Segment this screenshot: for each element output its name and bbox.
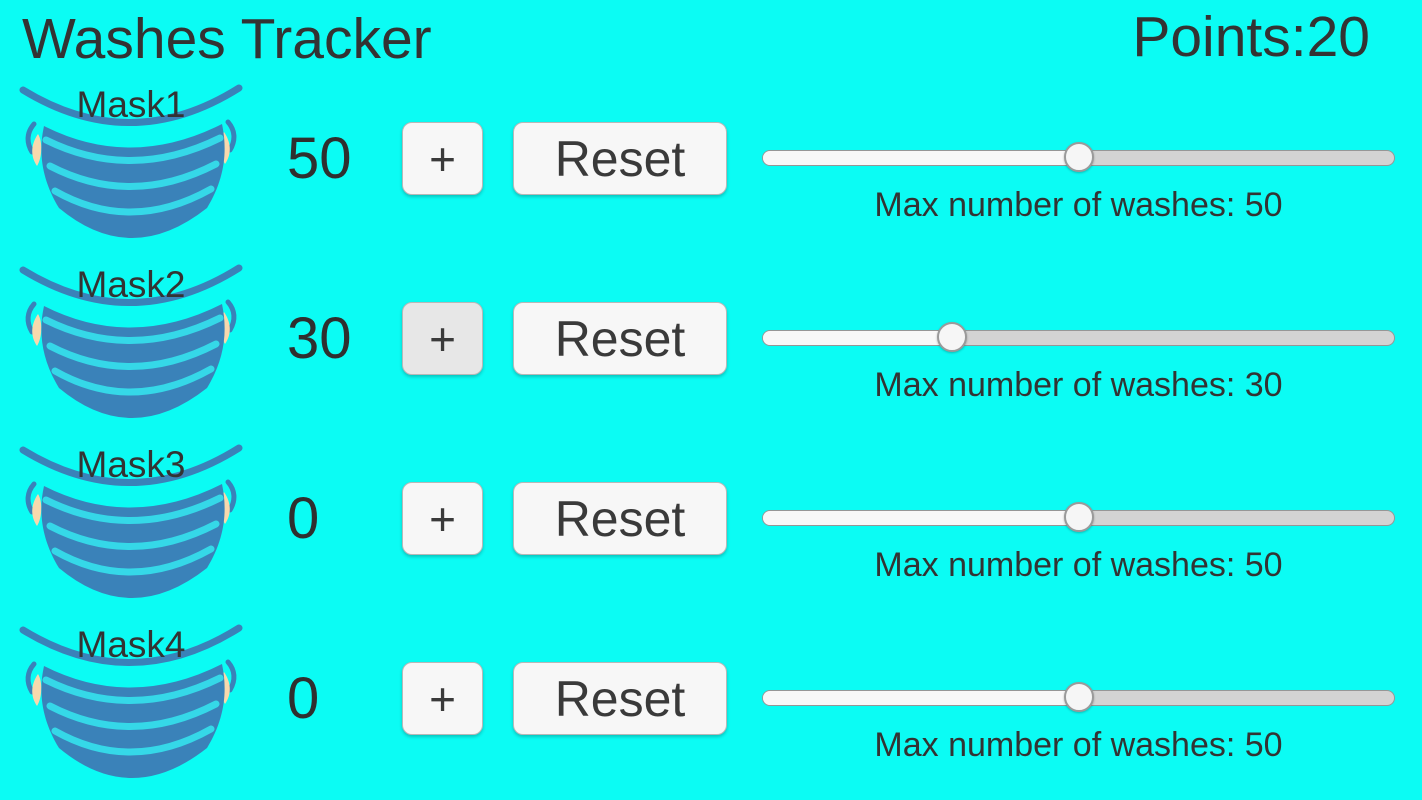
slider-fill (763, 151, 1080, 165)
mask-row-3: Mask3 0 + Reset Max number of washes: 50 (0, 438, 1422, 618)
slider-thumb[interactable] (1063, 682, 1094, 712)
slider-thumb[interactable] (936, 322, 967, 352)
mask-icon: Mask1 (16, 78, 246, 246)
page-title: Washes Tracker (22, 7, 432, 71)
slider-fill (763, 691, 1080, 705)
reset-button[interactable]: Reset (513, 482, 727, 555)
points-display: Points:20 (1132, 4, 1370, 70)
mask-icon: Mask4 (16, 618, 246, 786)
increment-button[interactable]: + (402, 122, 483, 195)
max-washes-label: Max number of washes: 30 (874, 366, 1283, 404)
max-washes-slider[interactable] (762, 502, 1395, 534)
mask-row-1: Mask1 50 + Reset Max number of washes: 5… (0, 78, 1422, 258)
slider-fill (763, 331, 954, 345)
reset-button[interactable]: Reset (513, 122, 727, 195)
max-washes-slider[interactable] (762, 322, 1395, 354)
max-washes-label: Max number of washes: 50 (874, 186, 1283, 224)
mask-icon: Mask3 (16, 438, 246, 606)
mask-name: Mask2 (76, 264, 186, 305)
slider-thumb[interactable] (1063, 502, 1094, 532)
slider-track[interactable] (762, 330, 1395, 346)
wash-count: 50 (287, 126, 352, 191)
mask-name: Mask1 (76, 84, 186, 125)
max-washes-slider[interactable] (762, 142, 1395, 174)
mask-row-2: Mask2 30 + Reset Max number of washes: 3… (0, 258, 1422, 438)
max-washes-slider[interactable] (762, 682, 1395, 714)
max-washes-label: Max number of washes: 50 (874, 546, 1283, 584)
slider-fill (763, 511, 1080, 525)
wash-count: 30 (287, 306, 352, 371)
points-value: 20 (1306, 5, 1370, 69)
slider-thumb[interactable] (1063, 142, 1094, 172)
reset-button[interactable]: Reset (513, 302, 727, 375)
mask-icon: Mask2 (16, 258, 246, 426)
increment-button[interactable]: + (402, 662, 483, 735)
increment-button[interactable]: + (402, 482, 483, 555)
max-washes-label: Max number of washes: 50 (874, 726, 1283, 764)
mask-name: Mask3 (76, 444, 186, 485)
reset-button[interactable]: Reset (513, 662, 727, 735)
wash-count: 0 (287, 666, 320, 731)
wash-count: 0 (287, 486, 320, 551)
points-label: Points: (1132, 5, 1307, 69)
increment-button[interactable]: + (402, 302, 483, 375)
mask-name: Mask4 (76, 624, 186, 665)
mask-row-4: Mask4 0 + Reset Max number of washes: 50 (0, 618, 1422, 798)
